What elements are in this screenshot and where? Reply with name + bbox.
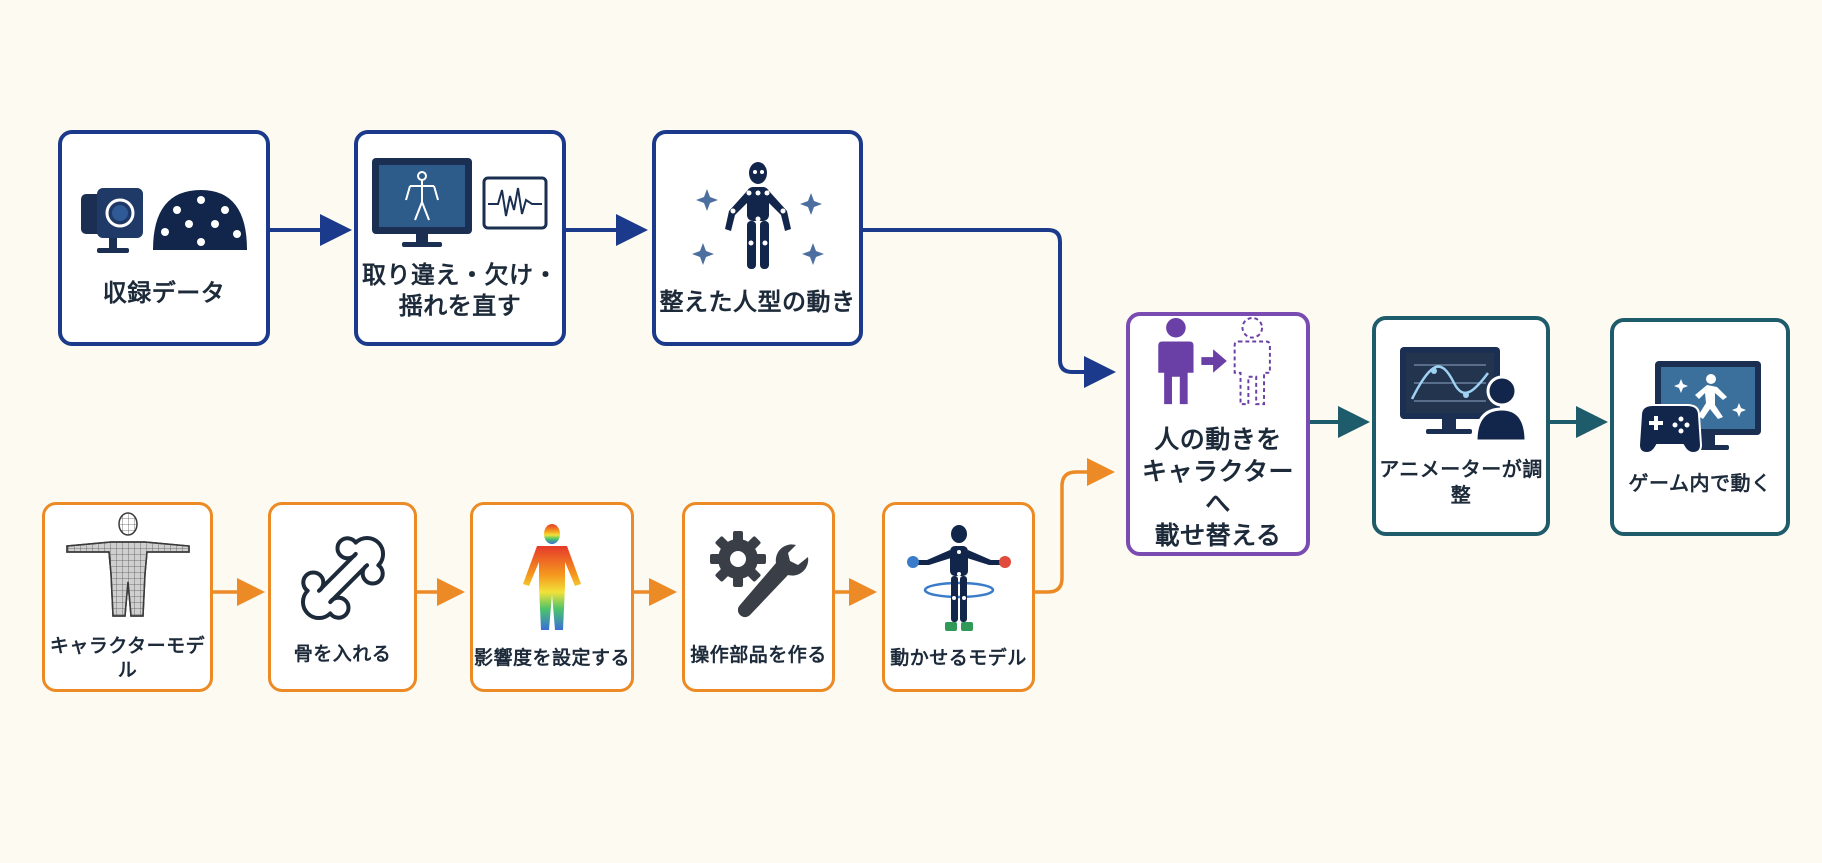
step-animator-adjust: アニメーターが調整 [1372,316,1550,536]
animator-person-icon [1474,375,1526,443]
step-label: アニメーターが調整 [1379,457,1543,507]
rigged-character-icon [906,524,1011,631]
curve-monitor-icon [1400,347,1526,443]
sparkle-icon [691,188,824,265]
step-label: 人の動きを キャラクターへ 載せ替える [1141,425,1294,550]
step-in-game: ゲーム内で動く [1610,318,1790,536]
step-set-weights: 影響度を設定する [470,502,634,692]
step-make-controls: 操作部品を作る [682,502,835,692]
mocap-camera-icon [81,187,143,253]
arrow-right-icon [1201,349,1227,373]
arrow-rigged-to-retarget [1033,458,1115,594]
weight-heatmap-figure-icon [523,523,581,630]
waveform-icon [482,176,548,230]
step-label: キャラクターモデル [49,634,206,681]
humanoid-skeleton-icon [691,161,824,269]
step-rigged-model: 動かせるモデル [882,502,1035,692]
gear-icon [709,530,766,587]
step-label: ゲーム内で動く [1628,471,1772,496]
mesh-character-icon [65,511,190,617]
step-add-bones: 骨を入れる [268,502,417,692]
retarget-figures-icon [1158,316,1271,406]
step-clean-motion: 整えた人型の動き [652,130,863,346]
step-label: 影響度を設定する [473,646,630,669]
step-capture-data: 収録データ [58,130,270,346]
cleanup-tools-icon [372,158,548,248]
wrench-icon [737,544,808,617]
marker-helmet-icon [153,189,247,250]
person-solid-icon [1158,317,1194,405]
mocap-equipment-icon [81,187,247,253]
step-label: 整えた人型の動き [659,287,856,316]
step-label: 収録データ [102,278,226,307]
controls-tools-icon [709,530,808,617]
arrow-clean-motion-to-retarget [861,228,1116,388]
step-label: 操作部品を作る [690,643,827,666]
step-cleanup: 取り違え・欠け・ 揺れを直す [354,130,566,346]
step-label: 取り違え・欠け・ 揺れを直す [362,261,558,320]
gamepad-icon [1637,404,1703,455]
step-retarget: 人の動きを キャラクターへ 載せ替える [1126,312,1310,556]
person-outline-icon [1233,316,1271,406]
step-label: 骨を入れる [293,642,392,665]
step-label: 動かせるモデル [890,646,1027,669]
bone-icon [300,535,385,620]
step-character-model: キャラクターモデル [42,502,213,692]
skeleton-monitor-icon [372,158,472,248]
game-monitor-icon [1637,361,1761,455]
